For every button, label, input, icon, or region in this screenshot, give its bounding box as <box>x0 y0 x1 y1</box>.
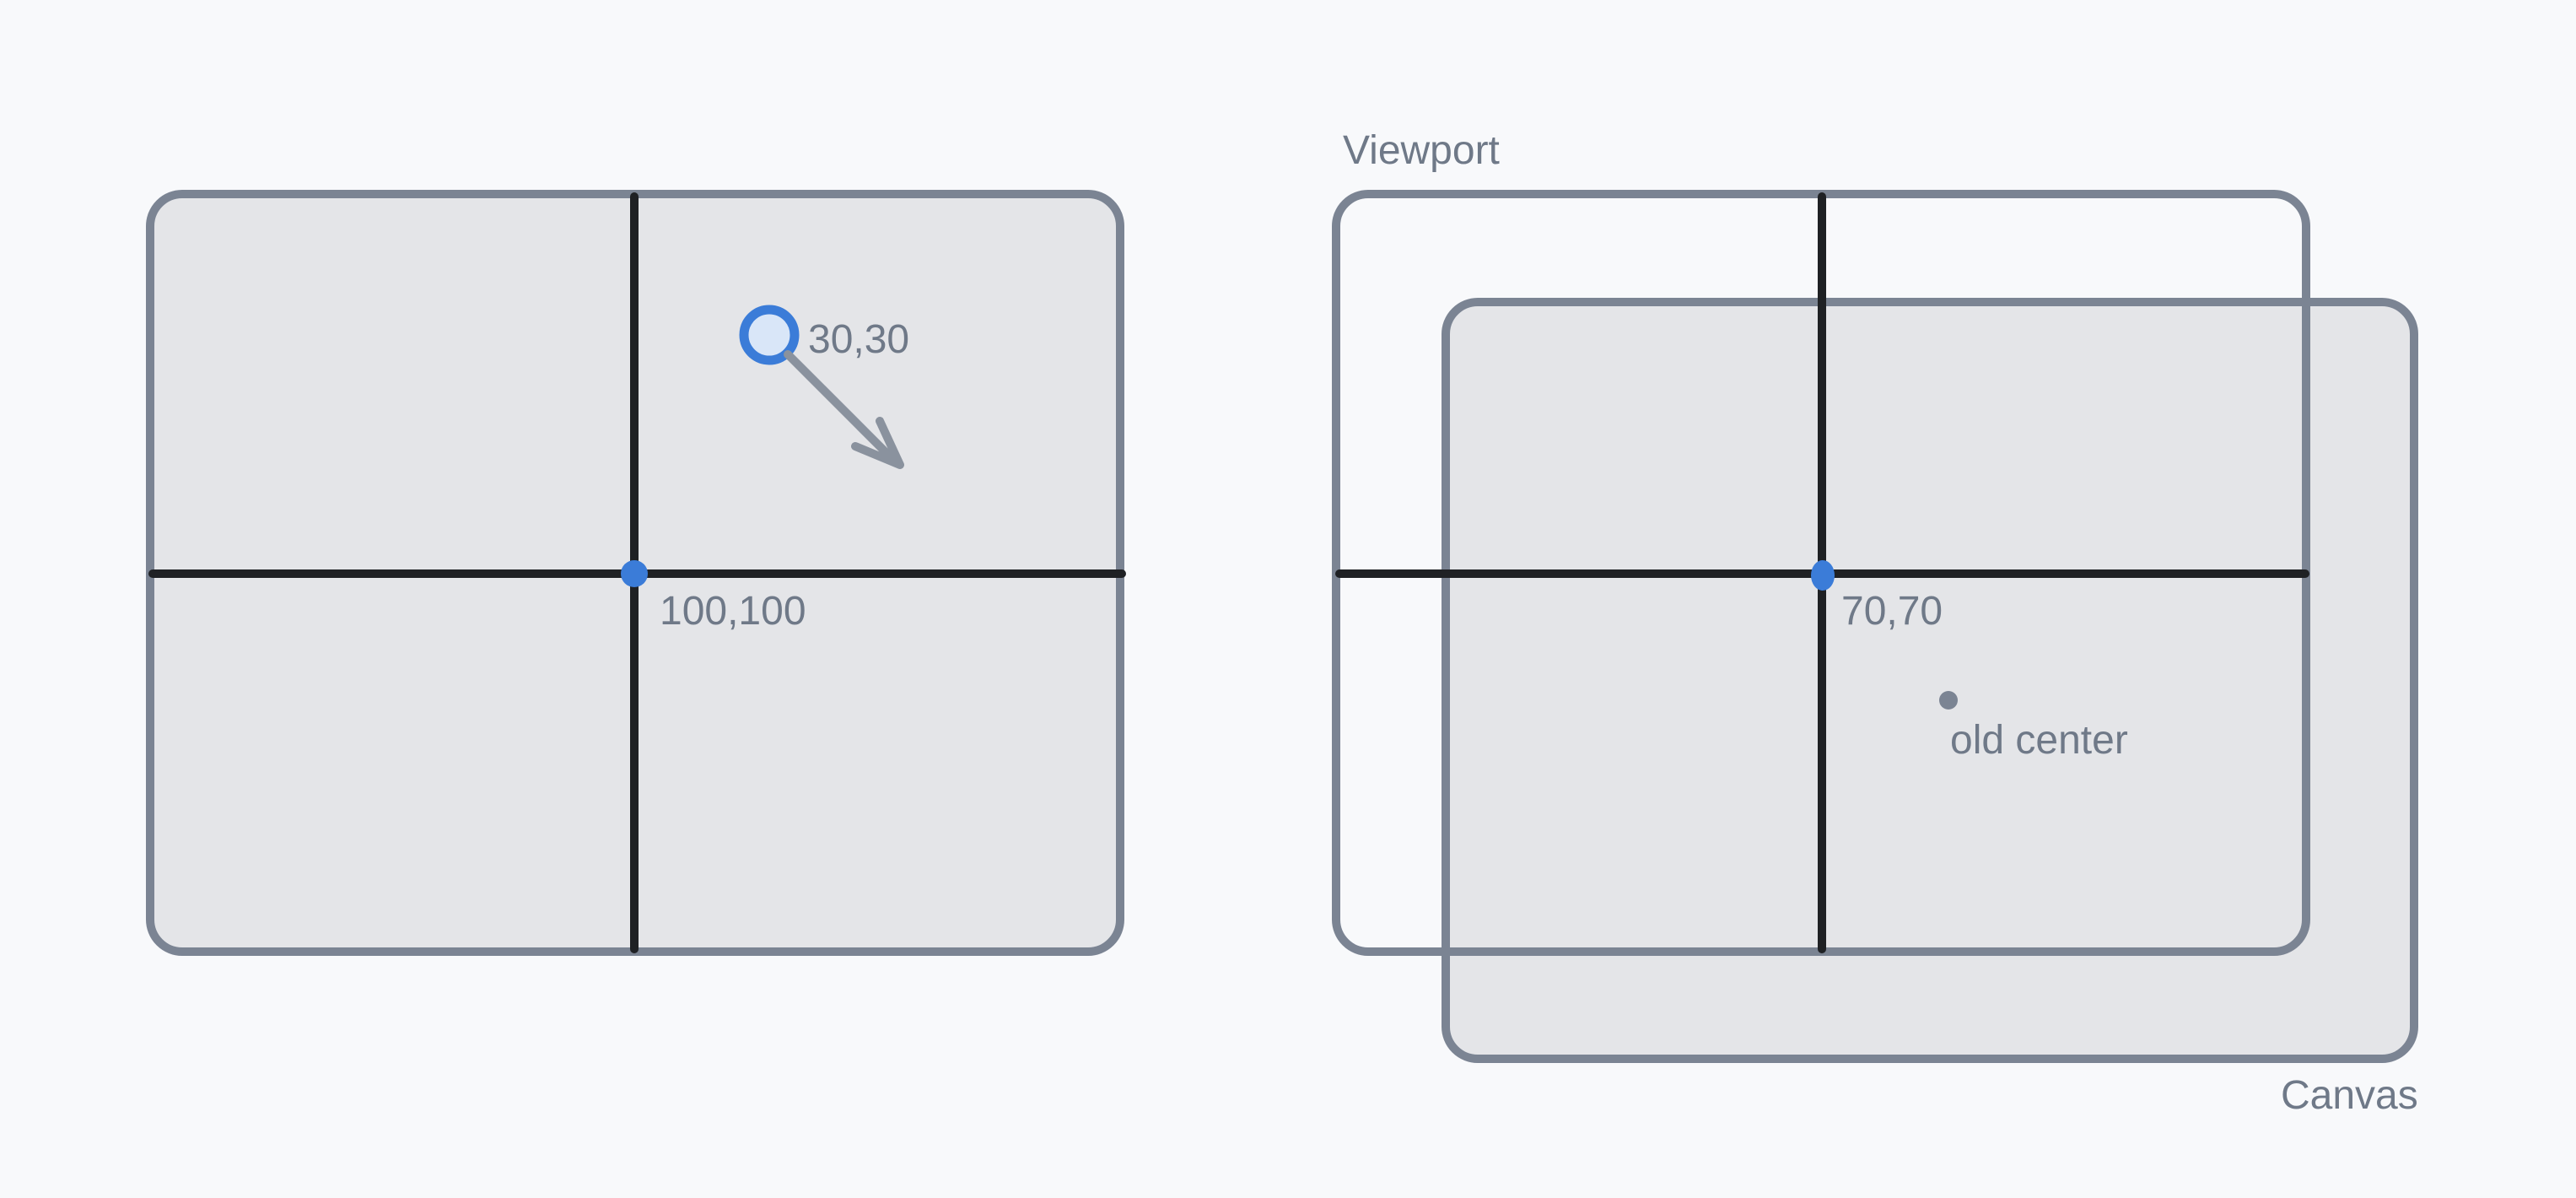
new-center-dot <box>1811 560 1835 591</box>
right-panel: 70,70 old center Viewport Canvas <box>1332 128 2418 1118</box>
new-center-label: 70,70 <box>1841 589 1943 634</box>
viewport-label: Viewport <box>1343 128 1500 173</box>
pan-arrow-head-icon <box>851 417 904 469</box>
canvas-rect <box>1442 298 2418 1063</box>
target-point-label: 30,30 <box>808 317 909 362</box>
left-center-dot <box>621 560 648 587</box>
left-panel: 100,100 30,30 <box>146 190 1126 956</box>
left-center-label: 100,100 <box>660 589 806 634</box>
pan-arrow-shaft <box>784 350 900 467</box>
canvas-label: Canvas <box>2281 1073 2418 1118</box>
old-center-label: old center <box>1950 718 2128 763</box>
old-center-dot <box>1939 691 1958 710</box>
target-point-circle <box>739 305 800 365</box>
